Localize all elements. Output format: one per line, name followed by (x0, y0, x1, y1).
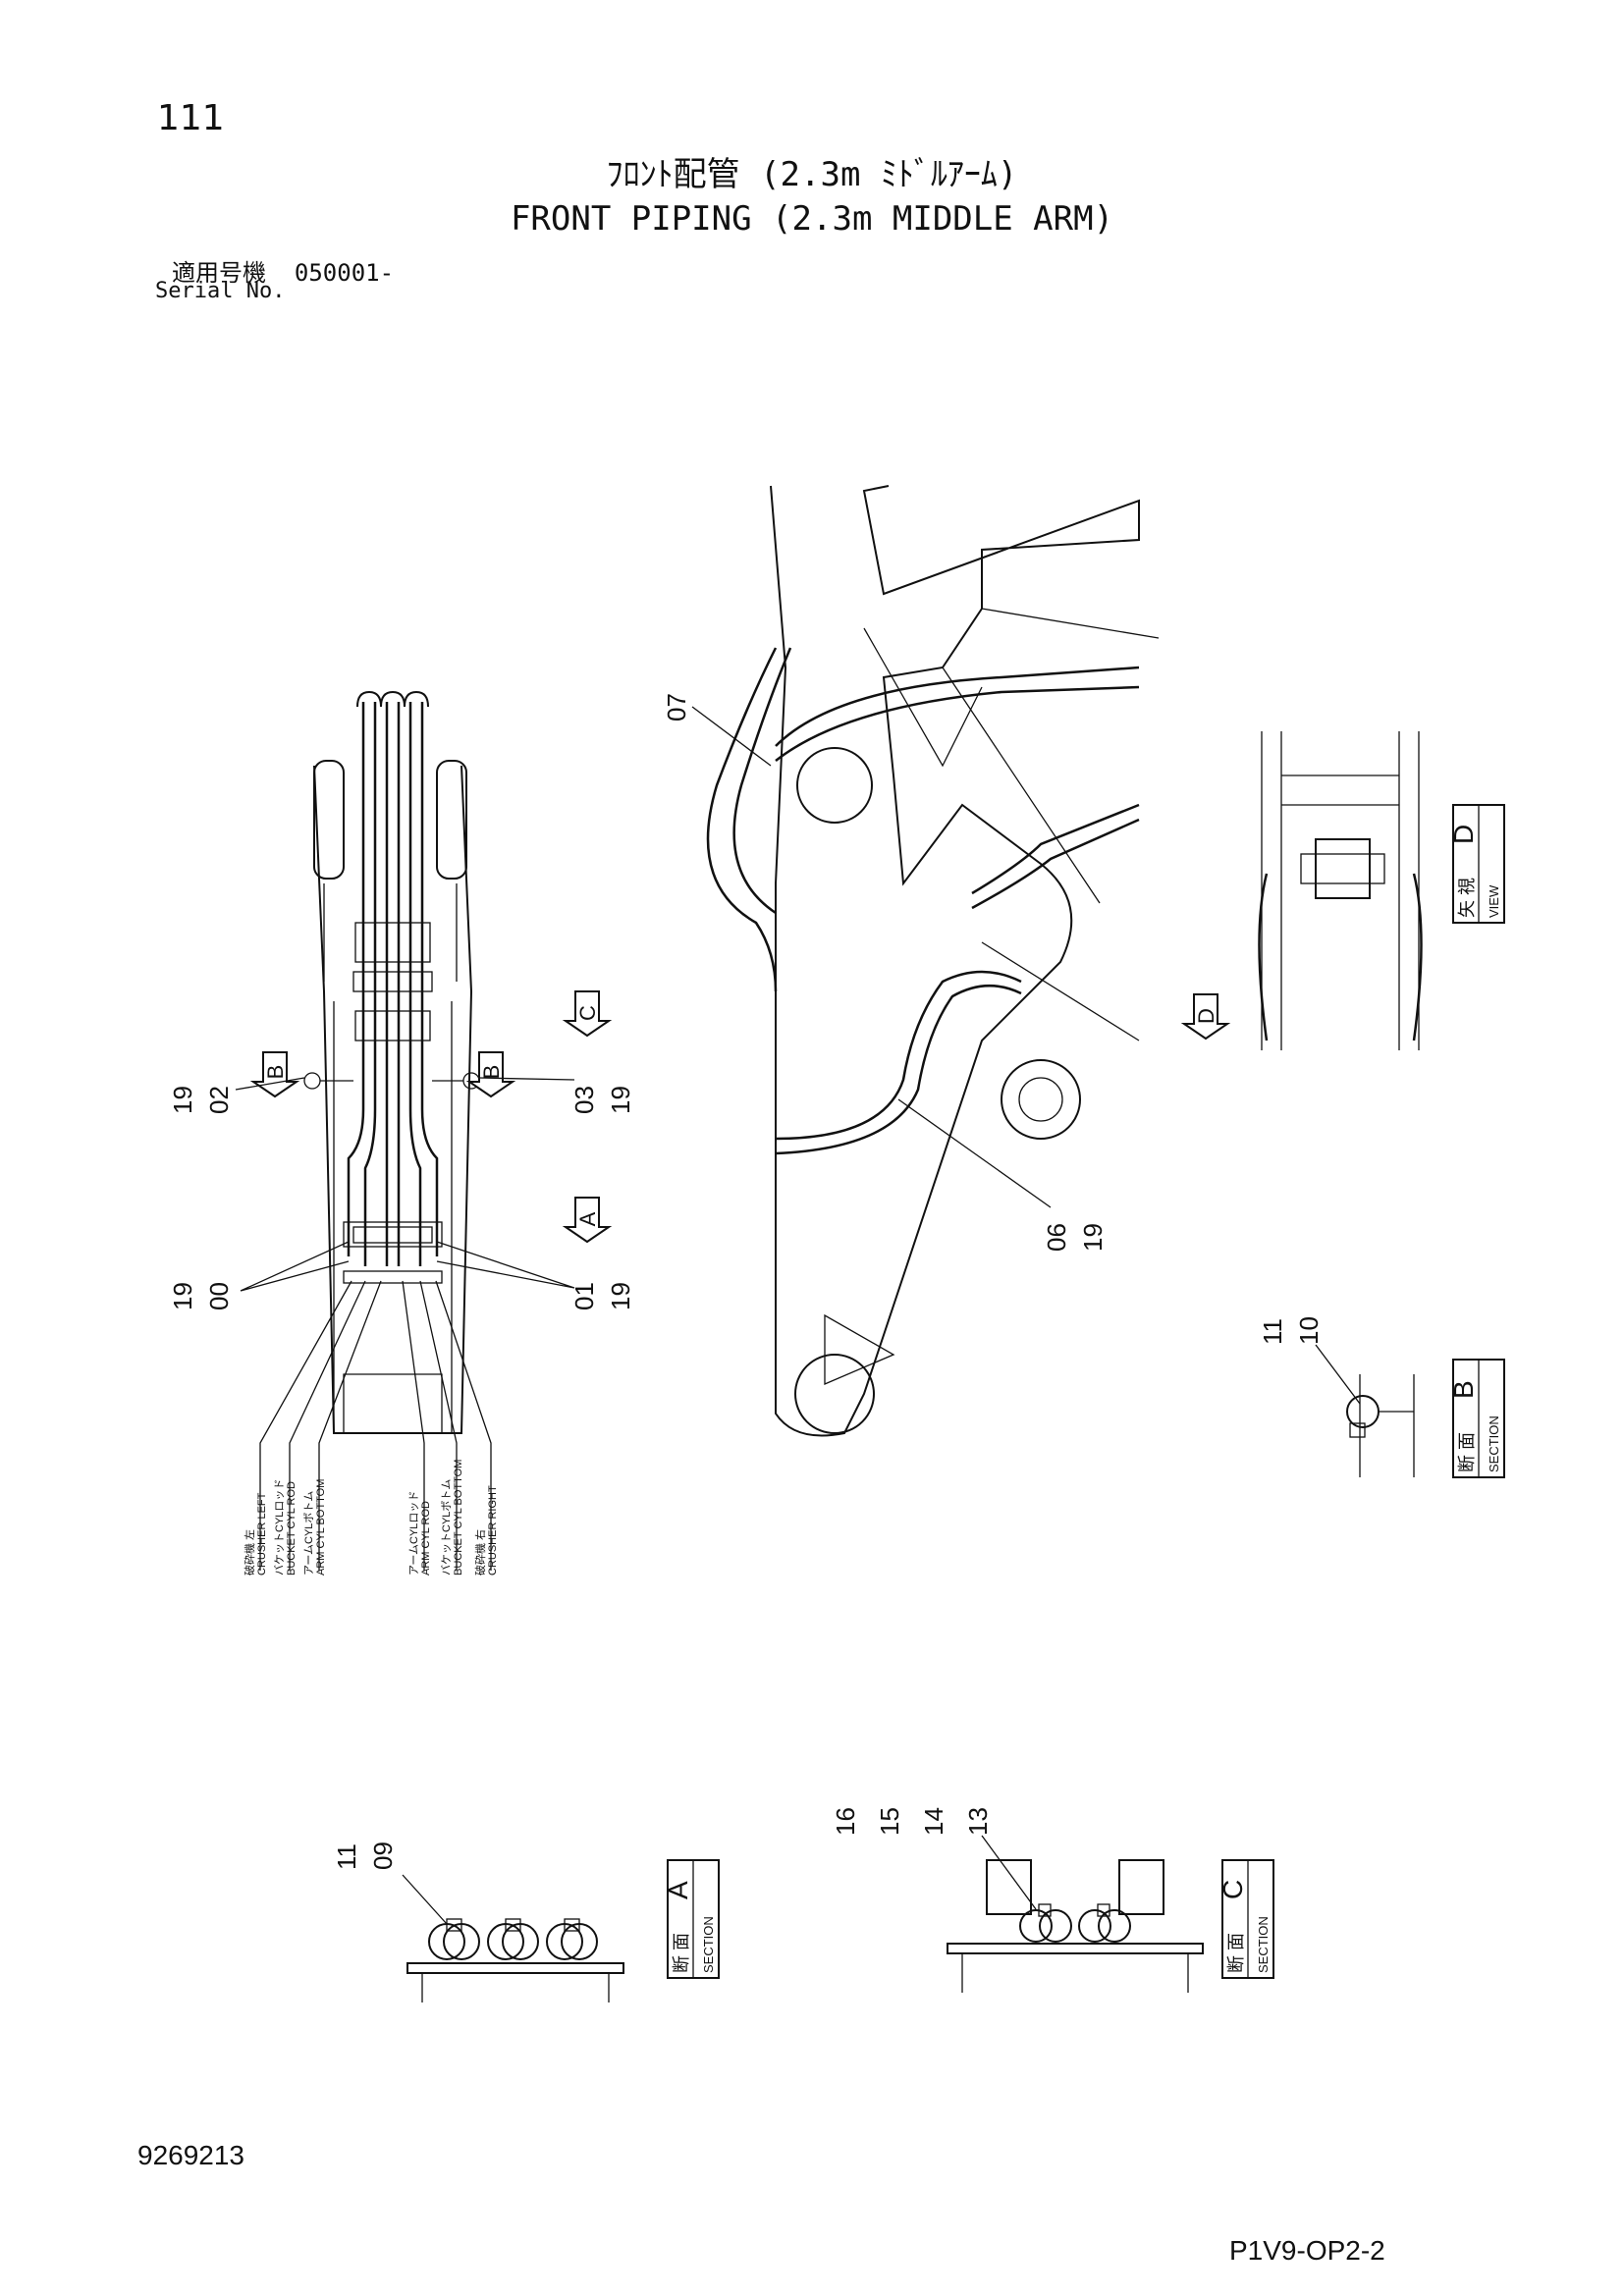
section-c-letter: C (1218, 1880, 1248, 1899)
callout-19-02-part-a: 19 (168, 1086, 197, 1114)
callout-16-13: 16 15 14 13 (831, 1807, 1037, 1910)
section-c-jp: 断 面 (1226, 1933, 1246, 1973)
callout-11-09-part-a: 11 (332, 1843, 361, 1870)
serial-range: 適用号機 050001- (172, 253, 394, 288)
section-marker-b-right: B (465, 1051, 516, 1098)
section-a-drawing (406, 1918, 624, 2002)
hose-bundle (343, 690, 443, 1284)
section-a-letter: A (663, 1881, 693, 1899)
hose-label-arm-cyl-rod-jp: アームCYLロッド (407, 1491, 420, 1575)
marker-b-right-letter: B (479, 1065, 504, 1080)
section-b-letter: B (1448, 1380, 1479, 1399)
callout-07: 07 (662, 693, 772, 767)
callout-16-13-part-a: 16 (831, 1807, 860, 1836)
page-title-english: FRONT PIPING (2.3m MIDDLE ARM) (510, 199, 1114, 239)
boom-top-view (303, 690, 480, 1434)
hose-label-crusher-left-jp: 破砕機 左 (243, 1529, 256, 1575)
callout-01-19: 01 19 (436, 1241, 635, 1310)
section-marker-b-left: B (249, 1051, 300, 1098)
page-code: P1V9-OP2-2 (1229, 2235, 1385, 2266)
callout-03-19-part-a: 03 (569, 1086, 599, 1114)
serial-label-japanese: 適用号機 (172, 259, 266, 287)
section-c-label: 断 面 SECTION C (1218, 1859, 1274, 1979)
marker-a-letter: A (575, 1211, 600, 1226)
marker-c-letter: C (575, 1005, 600, 1021)
document-number: 9269213 (137, 2140, 245, 2170)
section-b-label: 断 面 SECTION B (1448, 1359, 1505, 1478)
callout-16-13-part-d: 13 (963, 1807, 993, 1836)
view-marker-d-arrow: D (1180, 993, 1231, 1041)
hose-label-bucket-cyl-bottom-jp: バケットCYLボトム (440, 1479, 453, 1575)
callout-16-13-part-b: 15 (875, 1807, 904, 1836)
callout-19-02-part-b: 02 (204, 1086, 234, 1114)
hose-label-bucket-cyl-rod-en: BUCKET CYL ROD (286, 1481, 298, 1575)
hose-label-arm-cyl-bottom-jp: アームCYLボトム (302, 1491, 315, 1575)
callout-19-00: 19 00 (168, 1241, 350, 1310)
hose-label-crusher-left-en: CRUSHER LEFT (256, 1492, 268, 1575)
callout-03-19: 03 19 (478, 1077, 635, 1114)
view-d-drawing (1258, 731, 1423, 1050)
section-b-en: SECTION (1487, 1415, 1501, 1472)
hose-label-crusher-right-jp: 破砕機 右 (473, 1529, 487, 1575)
serial-value: 050001- (294, 259, 395, 287)
callout-16-13-part-c: 14 (919, 1807, 948, 1836)
callout-11-09: 11 09 (332, 1842, 448, 1925)
callout-06-19: 06 19 (897, 1098, 1108, 1252)
callout-03-19-part-b: 19 (606, 1086, 635, 1114)
callout-01-19-part-b: 19 (606, 1282, 635, 1310)
page-number: 111 (157, 98, 225, 138)
hose-label-bucket-cyl-bottom-en: BUCKET CYL BOTTOM (453, 1460, 464, 1575)
page-title-japanese: ﾌﾛﾝﾄ配管 (2.3m ﾐﾄﾞﾙｱｰﾑ) (606, 155, 1018, 194)
callout-07-text: 07 (662, 693, 691, 721)
marker-b-left-letter: B (263, 1065, 288, 1080)
hose-label-bucket-cyl-rod-jp: バケットCYLロッド (273, 1479, 286, 1575)
view-d-letter: D (1448, 825, 1479, 844)
callout-19-00-part-b: 00 (204, 1282, 234, 1310)
callout-06-19-part-b: 19 (1078, 1223, 1108, 1252)
section-a-jp: 断 面 (672, 1933, 691, 1973)
callout-11-10-part-a: 11 (1258, 1318, 1287, 1345)
hose-label-arm-cyl-rod-en: ARM CYL ROD (420, 1501, 432, 1575)
serial-label-english: Serial No. (155, 279, 286, 303)
section-c-drawing (947, 1859, 1204, 1993)
section-marker-a: A (562, 1197, 613, 1244)
callout-19-02: 19 02 (168, 1077, 305, 1114)
section-b-jp: 断 面 (1457, 1432, 1477, 1472)
callout-11-10: 11 10 (1258, 1316, 1361, 1405)
hose-labels: 破砕機 左 CRUSHER LEFT バケットCYLロッド BUCKET CYL… (243, 1460, 499, 1575)
section-c-en: SECTION (1256, 1916, 1271, 1973)
view-d-en: VIEW (1487, 884, 1501, 918)
section-b-drawing (1346, 1374, 1415, 1477)
hose-label-crusher-right-en: CRUSHER RIGHT (487, 1485, 499, 1575)
marker-d-letter: D (1194, 1008, 1218, 1024)
arm-hoses (706, 647, 1140, 1155)
hose-label-arm-cyl-bottom-en: ARM CYL BOTTOM (315, 1479, 327, 1575)
section-a-label: 断 面 SECTION A (663, 1859, 720, 1979)
callout-06-19-part-a: 06 (1042, 1223, 1071, 1252)
hose-label-leaders (259, 1280, 492, 1571)
callout-19-00-part-a: 19 (168, 1282, 197, 1310)
section-marker-c: C (562, 990, 613, 1038)
section-a-en: SECTION (701, 1916, 716, 1973)
arm-side-view (770, 485, 1160, 1437)
view-d-label: 矢 視 VIEW D (1448, 804, 1505, 924)
callout-11-09-part-b: 09 (368, 1842, 398, 1870)
view-d-jp: 矢 視 (1457, 878, 1477, 918)
callout-11-10-part-b: 10 (1294, 1316, 1324, 1345)
callout-01-19-part-a: 01 (569, 1282, 599, 1310)
